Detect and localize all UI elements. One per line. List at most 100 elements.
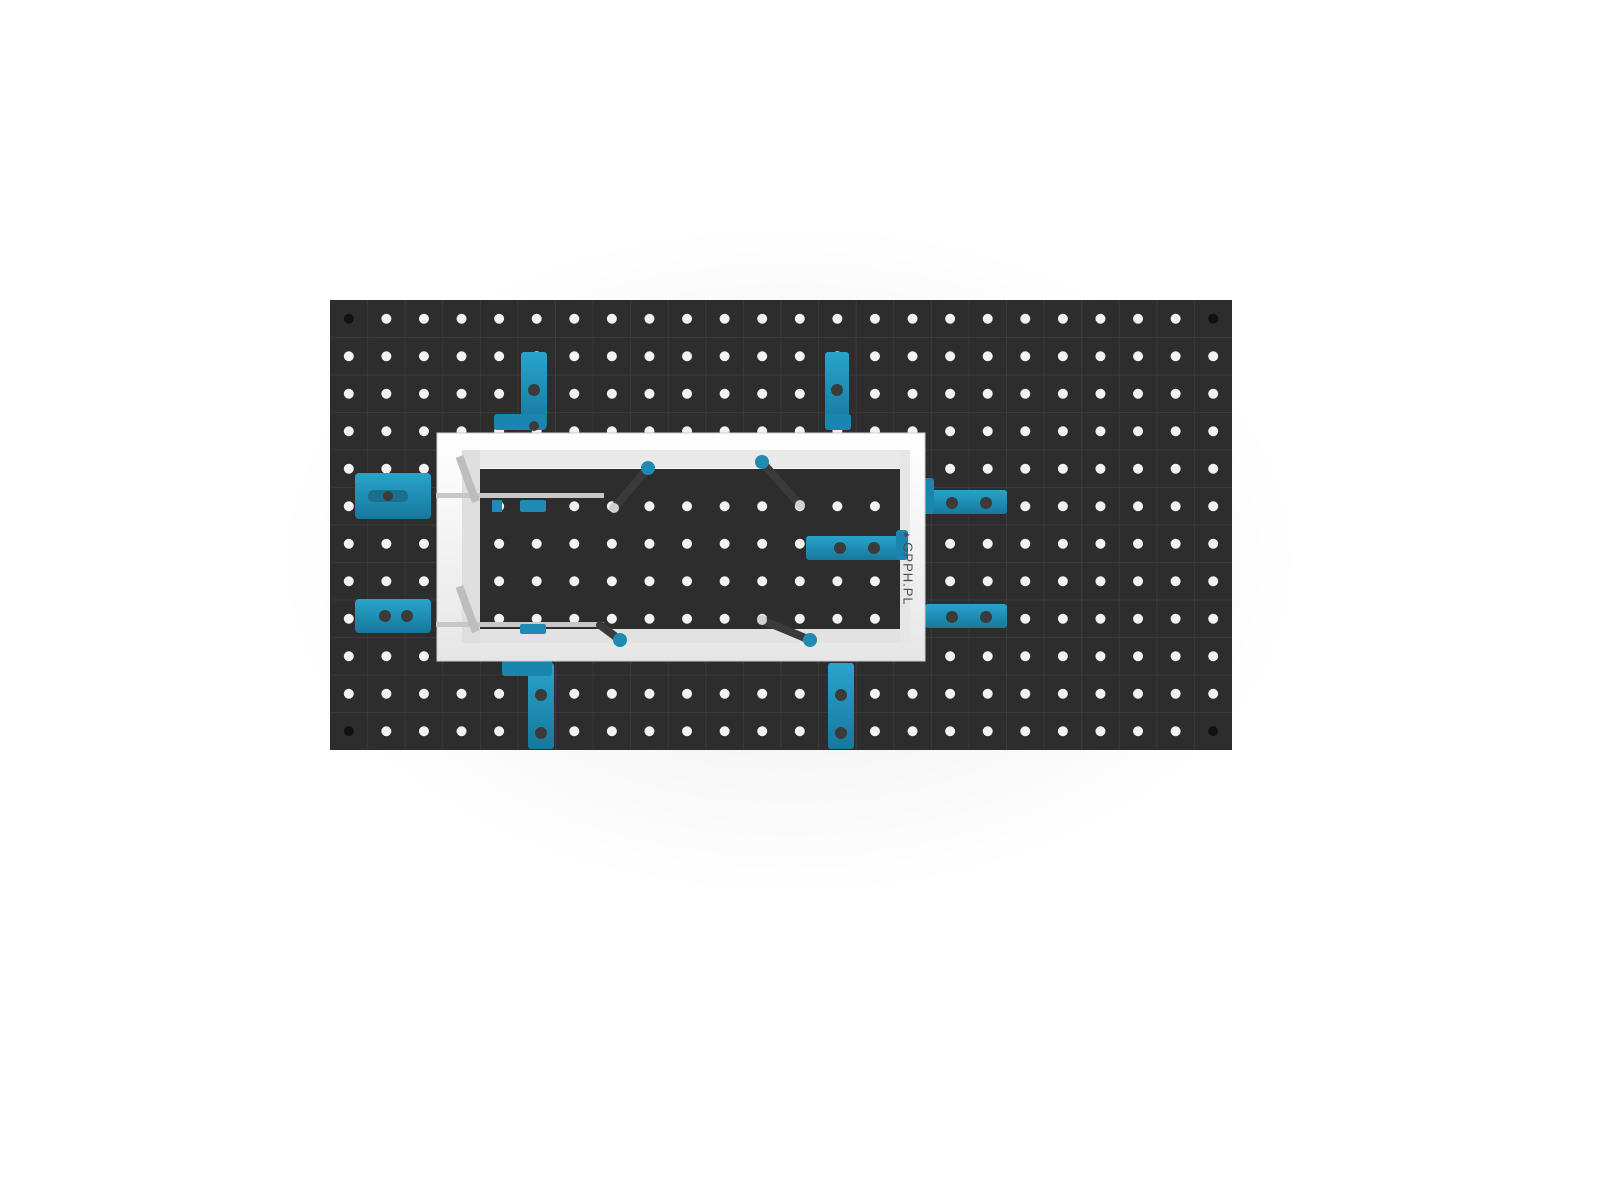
table-hole [982, 463, 993, 474]
table-hole [1170, 463, 1181, 474]
table-hole [1057, 501, 1068, 512]
table-hole [494, 313, 505, 324]
table-hole [644, 501, 655, 512]
table-hole [1095, 688, 1106, 699]
table-hole [1020, 388, 1031, 399]
table-hole [757, 313, 768, 324]
stop-right-lower [925, 604, 1007, 628]
table-hole [794, 351, 805, 362]
table-hole [569, 688, 580, 699]
table-hole [1208, 613, 1219, 624]
table-hole [945, 388, 956, 399]
table-hole [1133, 426, 1144, 437]
table-hole [945, 576, 956, 587]
table-hole [794, 576, 805, 587]
table-hole [682, 313, 693, 324]
table-hole [343, 351, 354, 362]
table-hole [945, 688, 956, 699]
table-hole [1020, 726, 1031, 737]
table-hole [418, 651, 429, 662]
table-hole [719, 538, 730, 549]
table-hole [719, 351, 730, 362]
brand-text: GPPH.PL [900, 542, 916, 606]
table-hole [531, 538, 542, 549]
table-hole [1208, 463, 1219, 474]
table-hole [1133, 576, 1144, 587]
table-hole [945, 651, 956, 662]
table-hole [1057, 726, 1068, 737]
brand-label: ▲GPPH.PL [901, 530, 916, 605]
table-hole [418, 688, 429, 699]
table-hole [569, 313, 580, 324]
table-hole [494, 576, 505, 587]
table-hole [982, 651, 993, 662]
table-hole [1020, 613, 1031, 624]
table-hole [343, 426, 354, 437]
table-hole [1095, 613, 1106, 624]
table-hole [381, 351, 392, 362]
table-hole [606, 726, 617, 737]
table-hole [907, 313, 918, 324]
clamp-blocks [355, 352, 1007, 749]
table-hole [1057, 613, 1068, 624]
table-hole [494, 388, 505, 399]
table-hole [381, 463, 392, 474]
table-hole [869, 613, 880, 624]
table-hole [794, 388, 805, 399]
table-hole [1057, 388, 1068, 399]
table-hole [1208, 501, 1219, 512]
table-hole [757, 501, 768, 512]
table-hole [757, 351, 768, 362]
table-hole [343, 501, 354, 512]
table-hole [1208, 351, 1219, 362]
table-hole [456, 388, 467, 399]
table-hole [1170, 351, 1181, 362]
table-hole [606, 351, 617, 362]
table-hole [1208, 651, 1219, 662]
table-hole [418, 726, 429, 737]
table-hole [1208, 688, 1219, 699]
table-hole [907, 726, 918, 737]
table-hole [682, 538, 693, 549]
table-hole [606, 576, 617, 587]
table-hole [381, 388, 392, 399]
table-hole [606, 388, 617, 399]
table-hole [644, 576, 655, 587]
table-hole [418, 463, 429, 474]
stop-left-lower [355, 599, 431, 633]
table-hole [569, 538, 580, 549]
table-hole [531, 576, 542, 587]
table-hole [794, 613, 805, 624]
table-hole [1133, 351, 1144, 362]
table-hole [418, 538, 429, 549]
table-hole [456, 313, 467, 324]
table-hole [1170, 576, 1181, 587]
inner-stop-right [806, 530, 908, 560]
table-hole [1133, 388, 1144, 399]
table-hole [869, 388, 880, 399]
table-hole [1020, 501, 1031, 512]
table-hole [832, 576, 843, 587]
table-hole [1095, 538, 1106, 549]
table-hole [569, 576, 580, 587]
table-hole [418, 351, 429, 362]
table-hole [682, 613, 693, 624]
table-hole [982, 726, 993, 737]
table-hole [682, 351, 693, 362]
table-hole [343, 463, 354, 474]
table-hole [381, 538, 392, 549]
table-hole [757, 576, 768, 587]
table-hole [869, 313, 880, 324]
table-hole [1020, 538, 1031, 549]
table-hole [1170, 613, 1181, 624]
table-hole [644, 538, 655, 549]
table-hole [682, 576, 693, 587]
table-hole [982, 426, 993, 437]
table-hole [945, 538, 956, 549]
table-hole [945, 426, 956, 437]
table-hole [1170, 538, 1181, 549]
table-hole [494, 613, 505, 624]
table-hole [1095, 463, 1106, 474]
table-hole [343, 726, 354, 737]
